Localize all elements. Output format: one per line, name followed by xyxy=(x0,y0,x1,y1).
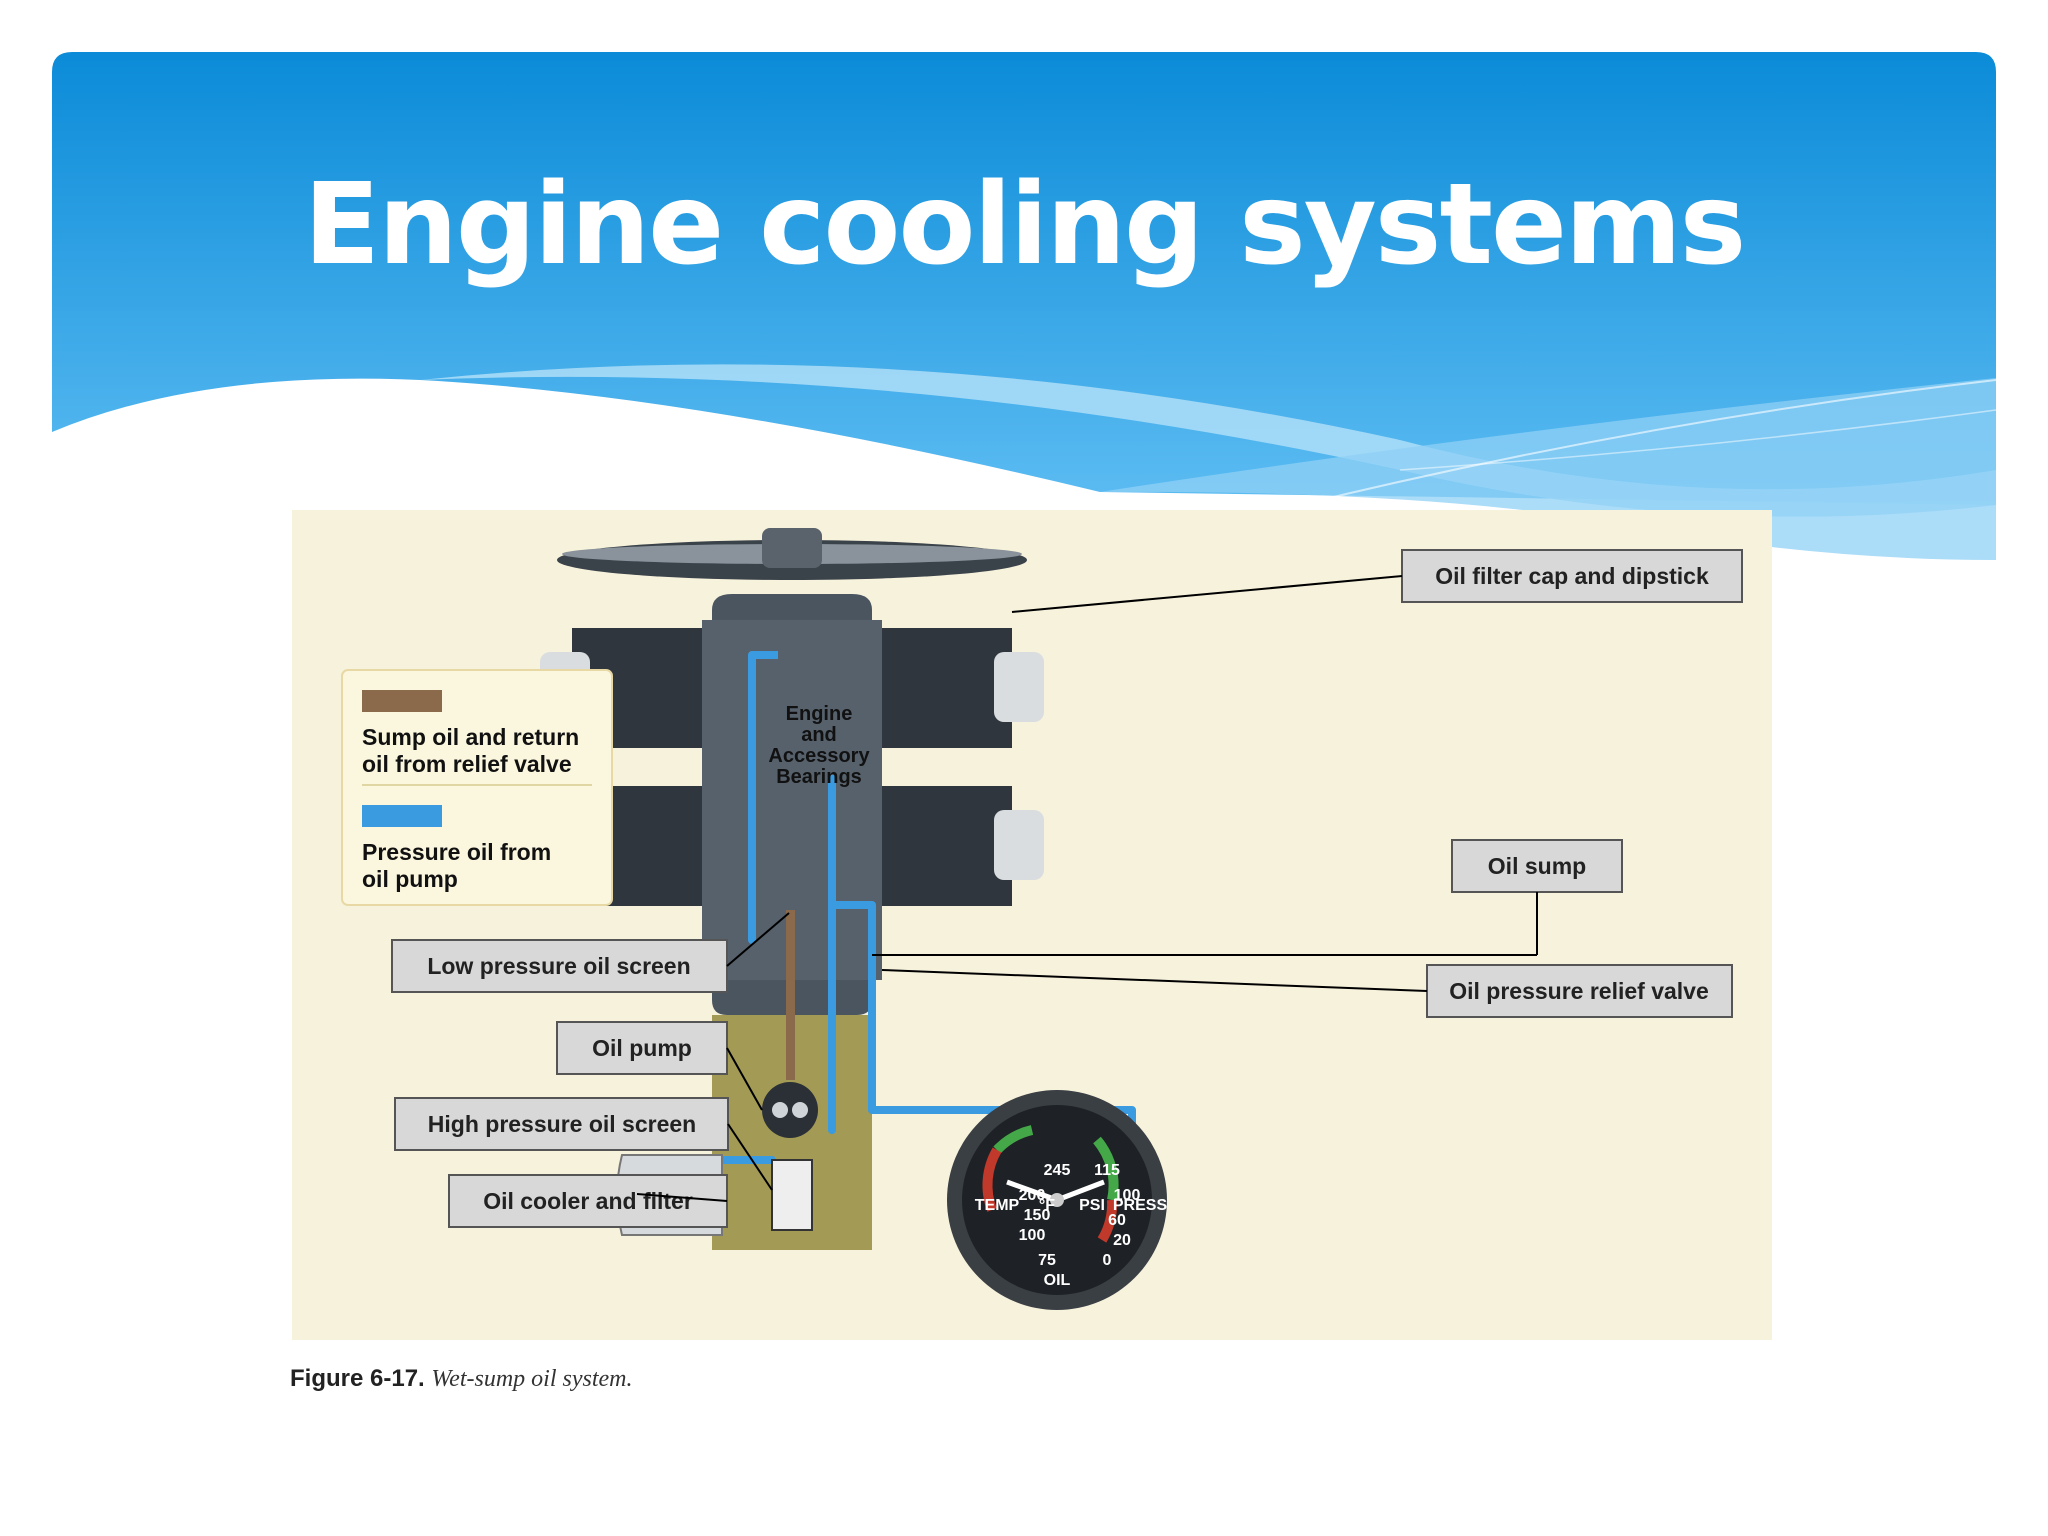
legend-pressure-oil-line2: oil pump xyxy=(362,866,458,892)
core-label-line3: Accessory xyxy=(768,745,870,767)
oil-return-line xyxy=(786,910,795,1080)
gauge-press-tick-0: 0 xyxy=(1103,1252,1112,1269)
gauge-press-tick-100: 100 xyxy=(1114,1187,1141,1204)
callout-oil-pump: Oil pump xyxy=(556,1021,763,1111)
gauge-temp-tick-200: 200 xyxy=(1019,1187,1046,1204)
gauge-labels: 245 200 150 100 75 115 100 60 20 0 TEMP … xyxy=(975,1162,1168,1289)
figure-number: Figure 6-17. xyxy=(290,1365,425,1392)
callout-low-pressure-screen-label: Low pressure oil screen xyxy=(427,953,690,979)
callout-oil-pressure-relief-label: Oil pressure relief valve xyxy=(1449,978,1709,1004)
figure-caption: Figure 6-17. Wet-sump oil system. xyxy=(290,1365,632,1393)
core-label-line4: Bearings xyxy=(776,766,862,788)
cylinder-right-top xyxy=(882,628,1044,748)
oil-pump-unit xyxy=(762,1082,818,1138)
core-label-line1: Engine xyxy=(786,703,853,725)
gauge-press-tick-115: 115 xyxy=(1094,1162,1120,1179)
callout-oil-sump-label: Oil sump xyxy=(1488,853,1586,879)
gauge-temp-tick-100: 100 xyxy=(1019,1227,1046,1244)
callout-low-pressure-screen: Low pressure oil screen xyxy=(391,912,790,993)
legend: Sump oil and return oil from relief valv… xyxy=(341,669,613,906)
callout-oil-filter-cap-label: Oil filter cap and dipstick xyxy=(1435,563,1709,589)
legend-sump-oil-line1: Sump oil and return xyxy=(362,724,579,750)
slide-title: Engine cooling systems xyxy=(303,160,1747,290)
legend-sump-oil-line2: oil from relief valve xyxy=(362,751,572,777)
gauge-press-tick-60: 60 xyxy=(1108,1212,1126,1229)
gauge-temp-label: TEMP xyxy=(975,1197,1020,1214)
legend-pressure-oil-line1: Pressure oil from xyxy=(362,839,551,865)
callout-high-pressure-screen-label: High pressure oil screen xyxy=(428,1111,696,1137)
gauge-temp-tick-75: 75 xyxy=(1038,1252,1056,1269)
gauge-press-unit: PSI xyxy=(1079,1197,1105,1214)
callout-high-pressure-screen: High pressure oil screen xyxy=(394,1097,773,1191)
callout-oil-pump-label: Oil pump xyxy=(592,1035,692,1061)
high-pressure-screen-unit xyxy=(771,1159,813,1231)
figure-description: Wet-sump oil system. xyxy=(431,1366,633,1392)
gauge-press-label: PRESS xyxy=(1113,1197,1168,1214)
callout-oil-sump: Oil sump xyxy=(872,839,1623,956)
legend-swatch-sump-oil xyxy=(362,690,442,712)
callout-oil-cooler: Oil cooler and filter xyxy=(448,1174,728,1228)
core-label-line2: and xyxy=(801,724,837,746)
gauge-temp-tick-245: 245 xyxy=(1044,1162,1071,1179)
gauge-temp-unit: °F xyxy=(1039,1197,1055,1214)
engine-core-label: Engine and Accessory Bearings xyxy=(768,703,870,788)
engine-bearings-box xyxy=(778,640,860,775)
callout-oil-pressure-relief: Oil pressure relief valve xyxy=(881,964,1733,1018)
legend-swatch-pressure-oil xyxy=(362,805,442,827)
gauge-temp-tick-150: 150 xyxy=(1024,1207,1051,1224)
gauge-press-tick-20: 20 xyxy=(1113,1232,1131,1249)
cylinder-right-bottom xyxy=(882,786,1044,906)
oil-gauge xyxy=(947,1090,1167,1310)
callouts: Oil filter cap and dipstick Oil sump Oil… xyxy=(391,549,1743,1228)
gauge-name: OIL xyxy=(1044,1272,1071,1289)
propeller xyxy=(557,528,1027,580)
callout-oil-filter-cap: Oil filter cap and dipstick xyxy=(1011,549,1743,613)
callout-oil-cooler-label: Oil cooler and filter xyxy=(483,1188,693,1214)
wet-sump-oil-system-diagram: Sump oil and return oil from relief valv… xyxy=(292,510,1772,1340)
slide-header-background xyxy=(52,52,1997,560)
